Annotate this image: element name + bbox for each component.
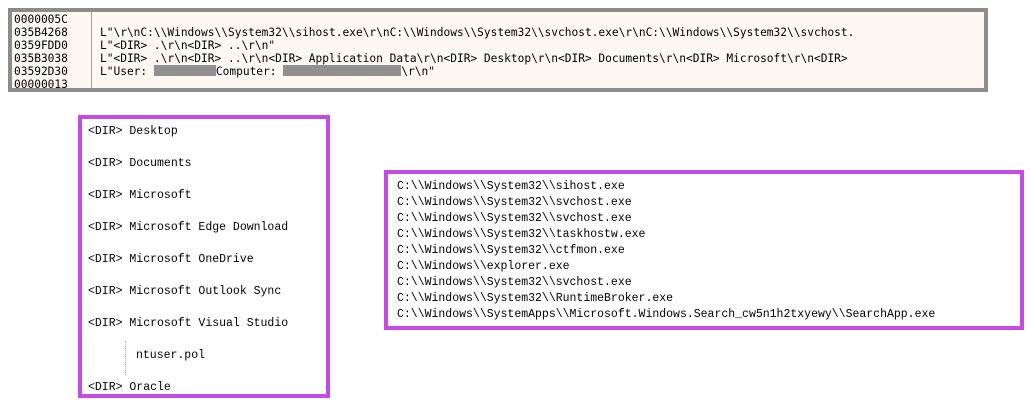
- tree-connector-line: [125, 341, 126, 375]
- address: 035B4268: [14, 26, 68, 39]
- value-row-dir-long: L"<DIR> .\r\n<DIR> ..\r\n<DIR> Applicati…: [100, 52, 848, 65]
- file-item-ntuser-pol: ntuser.pol: [136, 349, 206, 362]
- process-item: C:\\Windows\\explorer.exe: [397, 260, 570, 273]
- address: 0000005C: [14, 13, 68, 26]
- address: 035B3038: [14, 52, 68, 65]
- process-item: C:\\Windows\\System32\\sihost.exe: [397, 180, 625, 193]
- user-prefix: L"User:: [100, 65, 154, 78]
- redacted-username: [153, 65, 216, 76]
- value-row: [100, 13, 984, 26]
- process-item: C:\\Windows\\System32\\taskhostw.exe: [397, 228, 646, 241]
- address: 00000013: [14, 78, 68, 91]
- computer-label: Computer:: [215, 65, 284, 78]
- process-item: C:\\Windows\\System32\\RuntimeBroker.exe: [397, 292, 674, 305]
- dir-item-documents: <DIR> Documents: [88, 157, 192, 170]
- process-item: C:\\Windows\\System32\\svchost.exe: [397, 196, 632, 209]
- process-item: C:\\Windows\\SystemApps\\Microsoft.Windo…: [397, 308, 936, 321]
- dir-item-microsoft-edge-download: <DIR> Microsoft Edge Download: [88, 221, 289, 234]
- process-item: C:\\Windows\\System32\\ctfmon.exe: [397, 244, 625, 257]
- dir-item-microsoft-visual-studio: <DIR> Microsoft Visual Studio: [88, 317, 289, 330]
- dir-item-desktop: <DIR> Desktop: [88, 125, 178, 138]
- address: 0359FDD0: [14, 39, 68, 52]
- process-list-panel: C:\\Windows\\System32\\sihost.exe C:\\Wi…: [384, 170, 1024, 330]
- dir-item-microsoft: <DIR> Microsoft: [88, 189, 192, 202]
- dir-item-oracle: <DIR> Oracle: [88, 381, 171, 394]
- dir-item-microsoft-onedrive: <DIR> Microsoft OneDrive: [88, 253, 254, 266]
- value-row-dir-short: L"<DIR> .\r\n<DIR> ..\r\n": [100, 39, 276, 52]
- address-column: 0000005C 035B4268 0359FDD0 035B3038 0359…: [12, 12, 92, 91]
- process-item: C:\\Windows\\System32\\svchost.exe: [397, 212, 632, 225]
- user-line-suffix: \r\n": [401, 65, 435, 78]
- redacted-computer-name: [283, 65, 402, 76]
- process-list: C:\\Windows\\System32\\sihost.exe C:\\Wi…: [388, 174, 1020, 323]
- value-row-process-string: L"\r\nC:\\Windows\\System32\\sihost.exe\…: [100, 26, 855, 39]
- process-item: C:\\Windows\\System32\\svchost.exe: [397, 276, 632, 289]
- address: 03592D30: [14, 65, 68, 78]
- memory-dump-panel: 0000005C 035B4268 0359FDD0 035B3038 0359…: [8, 8, 988, 92]
- dir-item-microsoft-outlook-sync: <DIR> Microsoft Outlook Sync: [88, 285, 282, 298]
- directory-listing-panel: <DIR> Desktop <DIR> Documents <DIR> Micr…: [78, 115, 330, 398]
- value-column: L"\r\nC:\\Windows\\System32\\sihost.exe\…: [92, 12, 984, 88]
- value-row: [100, 78, 984, 88]
- value-row-user-computer: L"User: Computer: \r\n": [100, 65, 984, 78]
